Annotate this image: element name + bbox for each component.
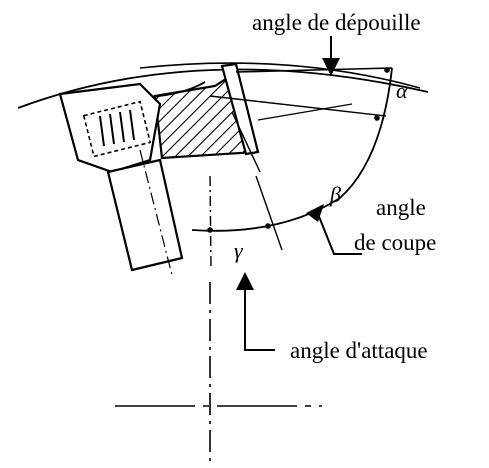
label-cutting-angle-line2: de coupe bbox=[354, 230, 436, 255]
screw-head-hatch bbox=[99, 109, 135, 147]
face-extension-line bbox=[257, 103, 353, 121]
seat-curve bbox=[149, 81, 206, 98]
cutter-outer-arc-inner bbox=[139, 62, 421, 89]
tangent-line bbox=[209, 95, 387, 117]
radial-line-1 bbox=[209, 175, 212, 269]
symbol-alpha: α bbox=[396, 78, 408, 103]
clearance-line bbox=[235, 67, 393, 73]
angle-arc bbox=[191, 67, 393, 232]
label-rake-angle: angle d'attaque bbox=[290, 338, 428, 363]
tooth-face-line bbox=[231, 111, 261, 173]
screw-head bbox=[82, 100, 152, 158]
cutting-arrow bbox=[306, 204, 362, 255]
arc-dots bbox=[207, 67, 390, 233]
clearance-arrow bbox=[322, 36, 340, 76]
label-clearance-angle: angle de dépouille bbox=[252, 10, 421, 35]
rake-arrow bbox=[236, 272, 275, 351]
symbol-gamma: γ bbox=[234, 238, 244, 263]
screw-shank bbox=[106, 158, 184, 272]
symbol-beta: β bbox=[329, 182, 341, 207]
label-cutting-angle-line1: angle bbox=[376, 195, 426, 220]
radial-line-2 bbox=[255, 175, 283, 251]
cutter-outer-arc bbox=[17, 68, 429, 109]
